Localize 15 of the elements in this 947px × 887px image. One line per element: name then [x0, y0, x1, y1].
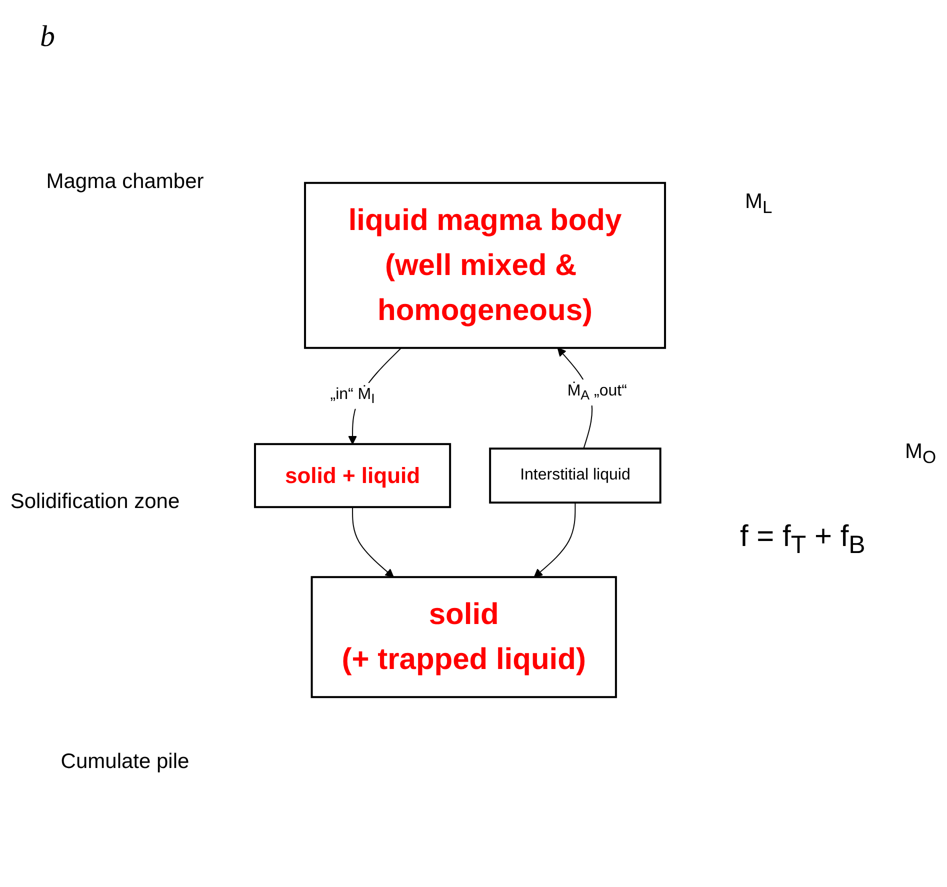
mass-symbol: M$_{L}$ [745, 190, 772, 218]
region-label: Magma chamber [45, 170, 205, 194]
node-box: solid (+ trapped liquid) [310, 576, 617, 698]
region-label: Solidification zone [10, 490, 180, 514]
formula: f = f$_{T}$ + f$_{B}$ [740, 520, 866, 560]
panel-letter: b [40, 20, 55, 54]
node-box: liquid magma body (well mixed & homogeneous) [304, 182, 666, 349]
arrow [534, 502, 576, 578]
mass-symbol: M$_{O}$ [905, 440, 936, 468]
edge-label: Ṁ$_{A}$ „out“ [567, 382, 627, 403]
arrow [352, 506, 394, 578]
edge-label: „in“ Ṁ$_{I}$ [330, 386, 375, 406]
node-box: Interstitial liquid [489, 448, 662, 504]
region-label: Cumulate pile [60, 750, 190, 774]
node-box: solid + liquid [254, 443, 452, 508]
